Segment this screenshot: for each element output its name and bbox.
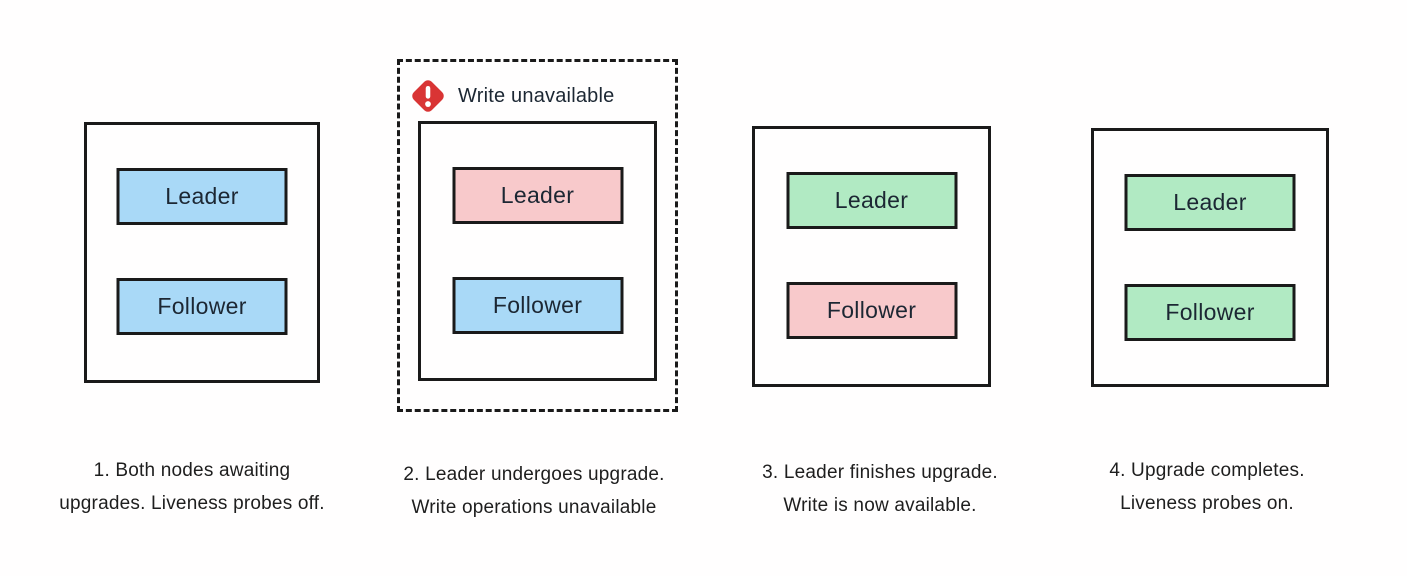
stage-4-leader-node: Leader: [1124, 174, 1296, 231]
stage-1-leader-node: Leader: [116, 168, 288, 225]
stage-2-caption-line2: Write operations unavailable: [411, 497, 657, 518]
stage-1-follower-node: Follower: [116, 278, 288, 335]
stage-4-node-box: Leader Follower: [1091, 128, 1329, 387]
stage-3-follower-node: Follower: [786, 282, 957, 339]
stage-3-leader-node: Leader: [786, 172, 957, 229]
stage-2-caption: 2. Leader undergoes upgrade. Write operat…: [364, 458, 704, 524]
stage-2-caption-line1: 2. Leader undergoes upgrade.: [403, 464, 665, 485]
stage-3-caption-line2: Write is now available.: [783, 495, 977, 516]
alert-label: Write unavailable: [458, 84, 615, 107]
stage-2-node-box: Leader Follower: [418, 121, 657, 381]
stage-3-caption-line1: 3. Leader finishes upgrade.: [762, 462, 998, 483]
stage-2-follower-node: Follower: [452, 277, 623, 334]
stage-4-caption-line1: 4. Upgrade completes.: [1109, 460, 1305, 481]
stage-4-caption-line2: Liveness probes on.: [1120, 493, 1294, 514]
alert-diamond-icon: [412, 80, 444, 112]
stage-1-node-box: Leader Follower: [84, 122, 320, 383]
stage-2-alert-outline: Write unavailable Leader Follower: [397, 59, 678, 412]
write-unavailable-alert: Write unavailable: [407, 75, 614, 117]
stage-2-leader-node: Leader: [452, 167, 623, 224]
stage-1-caption: 1. Both nodes awaiting upgrades. Liveness…: [22, 454, 362, 520]
stage-1-caption-line2: upgrades. Liveness probes off.: [59, 493, 325, 514]
stage-3-node-box: Leader Follower: [752, 126, 991, 387]
stage-1-caption-line1: 1. Both nodes awaiting: [93, 460, 291, 481]
stage-3-caption: 3. Leader finishes upgrade. Write is now …: [710, 456, 1050, 522]
stage-4-caption: 4. Upgrade completes. Liveness probes on.: [1037, 454, 1377, 520]
stage-4-follower-node: Follower: [1124, 284, 1296, 341]
